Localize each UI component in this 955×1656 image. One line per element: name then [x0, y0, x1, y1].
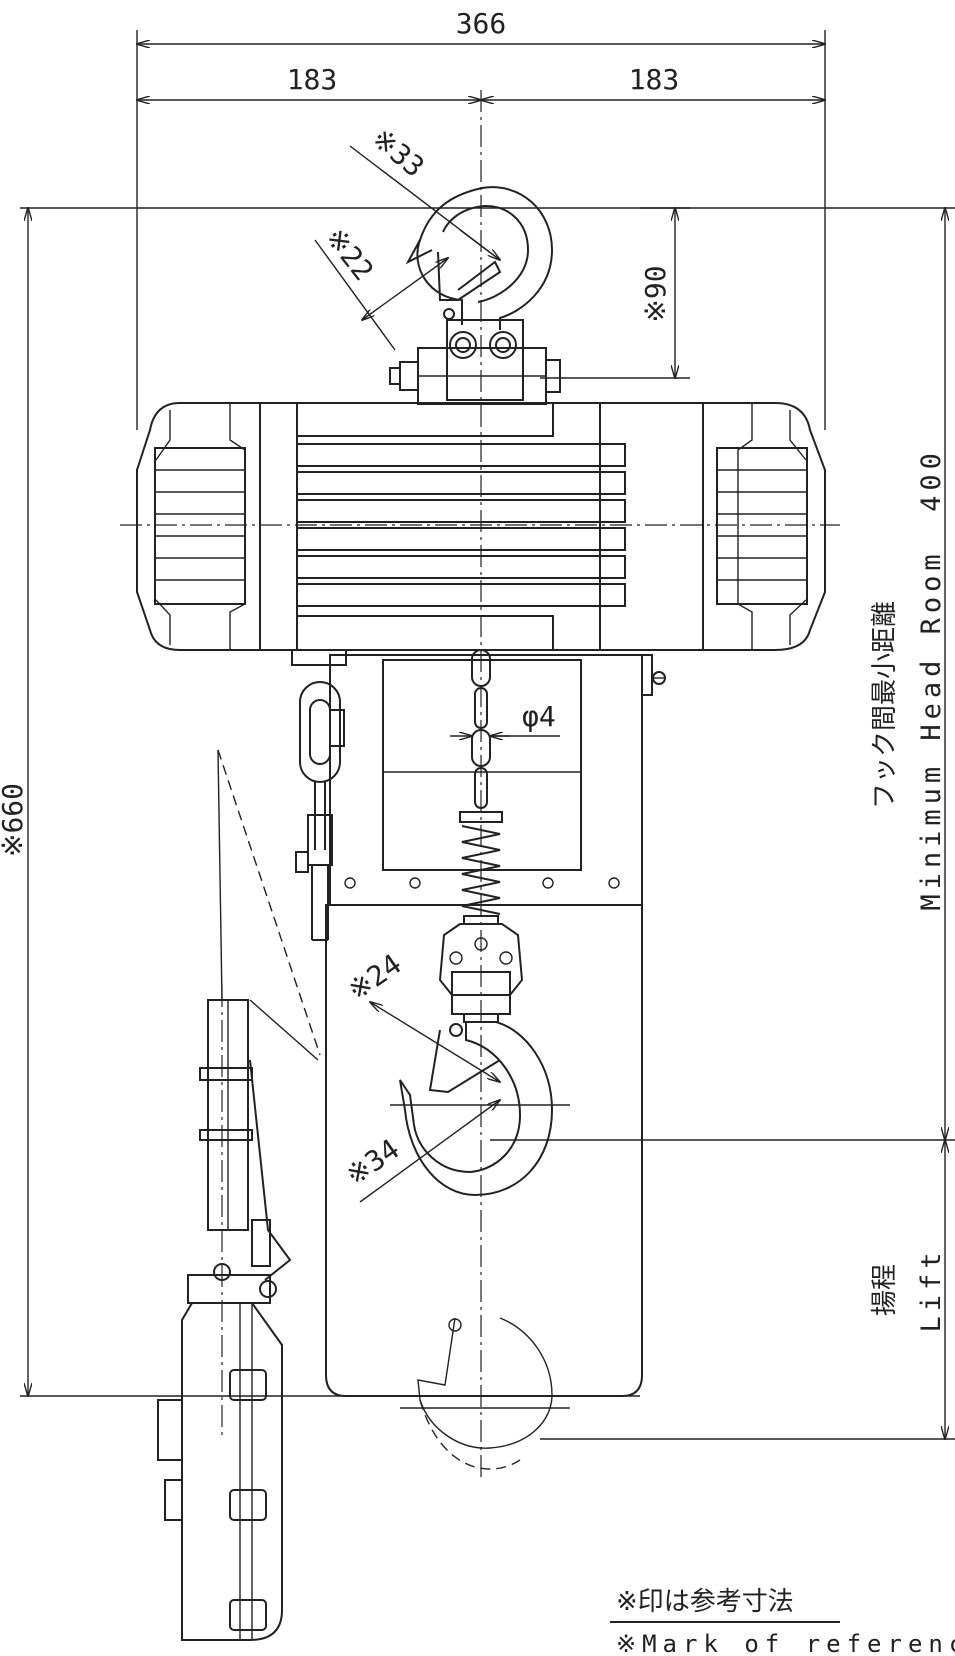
width-dimension-lines	[137, 44, 825, 100]
lift-jp-label: 揚程	[870, 1264, 900, 1316]
hook-top-throat-label: ※22	[319, 221, 380, 286]
reference-note-en: ※Mark of reference	[616, 1630, 955, 1656]
hook-bottom-throat-label: ※24	[342, 947, 408, 1007]
top-hook	[389, 186, 561, 405]
head-room-value-label: 400	[916, 448, 947, 512]
head-room-jp-label: フック間最小距離	[870, 601, 900, 809]
bottom-hook	[399, 1021, 554, 1197]
right-half-width-label: 183	[629, 63, 680, 96]
pendant-cable	[217, 650, 347, 1061]
load-chain	[471, 649, 491, 809]
overall-width-label: 366	[456, 7, 507, 40]
height-dimension-lines	[28, 208, 945, 1439]
hook-bottom-gap-label: ※34	[340, 1132, 406, 1192]
left-end-cover-fins	[154, 447, 246, 605]
reference-note-jp: ※印は参考寸法	[616, 1587, 794, 1617]
chain-diameter-label: φ4	[522, 700, 556, 733]
bottom-hook-lowest-position	[400, 1317, 570, 1470]
right-end-cover-fins	[716, 447, 808, 605]
hoist-motor-fins	[296, 443, 626, 607]
left-half-width-label: 183	[287, 63, 338, 96]
bottom-hook-dimension-lines	[359, 1002, 570, 1203]
extension-lines	[20, 30, 955, 1440]
total-height-label: ※660	[0, 783, 29, 857]
hook-height-label: ※90	[639, 265, 672, 322]
top-hook-dimension-lines	[314, 145, 500, 351]
head-room-en-label: Minimum Head Room	[916, 549, 947, 910]
chain-container	[325, 654, 666, 1397]
center-lines	[120, 90, 840, 1480]
lift-en-label: Lift	[916, 1247, 947, 1332]
hook-top-gap-label: ※33	[366, 122, 431, 184]
pendant-switch	[157, 999, 292, 1641]
